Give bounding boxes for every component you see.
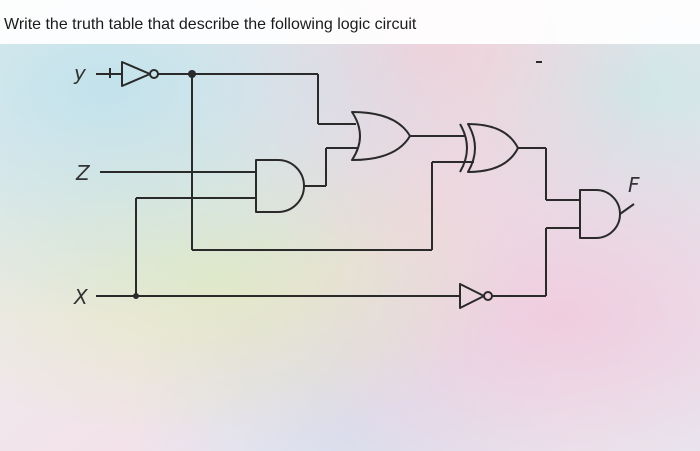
wire-y-not (158, 70, 433, 251)
not-gate-x (459, 227, 580, 309)
xor-gate (431, 123, 580, 201)
input-label-x: X (73, 285, 89, 309)
not-gate-y (96, 61, 159, 87)
question-text: Write the truth table that describe the … (4, 16, 417, 33)
input-label-z: Z (75, 161, 91, 185)
output-label-f: F (628, 173, 640, 197)
title-bar: Write the truth table that describe the … (0, 0, 700, 44)
input-label-y: y (73, 61, 87, 85)
and-gate-output (579, 189, 635, 239)
wire-x (96, 197, 460, 299)
or-gate (351, 111, 466, 161)
and-gate-zx (255, 147, 358, 213)
